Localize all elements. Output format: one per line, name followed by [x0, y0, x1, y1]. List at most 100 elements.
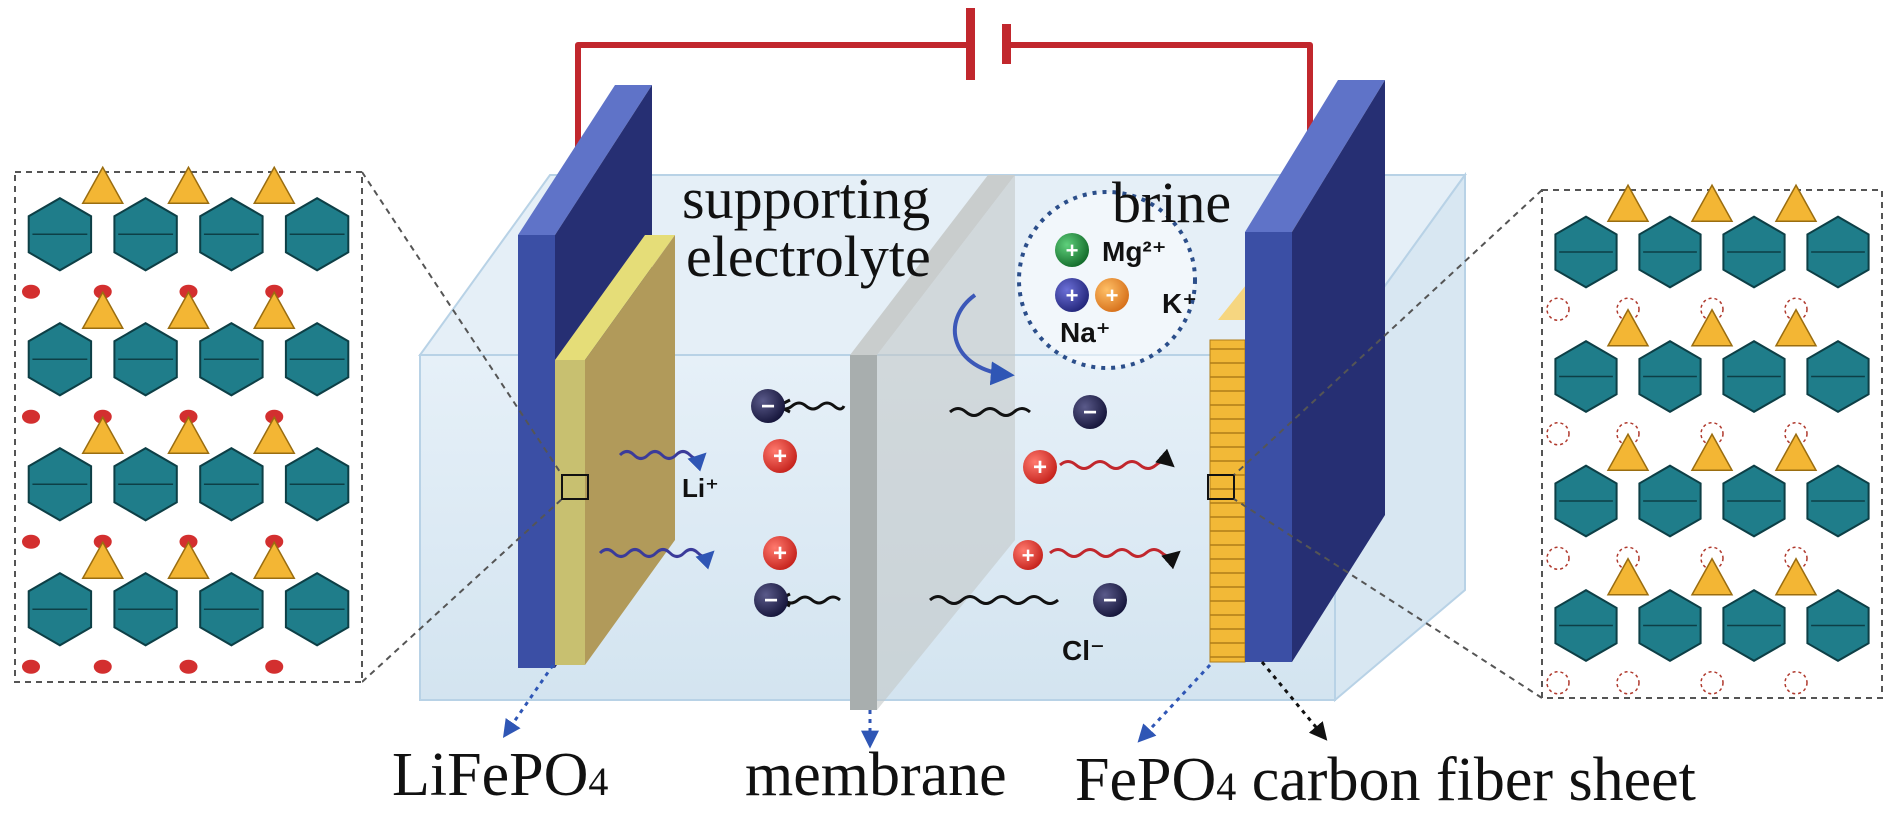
- li-site-filled: [179, 659, 198, 674]
- svg-text:+: +: [773, 540, 787, 567]
- li-site-vacant: [1616, 297, 1640, 322]
- li-site-vacant: [1784, 297, 1808, 322]
- pointer-arrows: [502, 661, 1328, 749]
- svg-text:+: +: [1066, 238, 1079, 263]
- li-site-vacant: [1784, 546, 1808, 571]
- li-site-vacant: [1700, 297, 1724, 322]
- anion-left-lower: −: [754, 583, 788, 617]
- tetrahedron-shape: [81, 290, 125, 329]
- right-chamber-ions: − + + − Cl⁻: [929, 395, 1181, 666]
- tetrahedron-shape: [1606, 308, 1650, 347]
- tetrahedron-shape: [252, 415, 296, 454]
- li-site-vacant: [1546, 546, 1570, 571]
- tetrahedron-shape: [1774, 557, 1818, 596]
- li-site-vacant: [1546, 671, 1570, 695]
- right-zoom-box: [1207, 474, 1235, 500]
- anion-right-upper: −: [1073, 395, 1107, 429]
- cation-right-upper: +: [1023, 450, 1057, 484]
- brine-ion-group: + Mg²⁺ + + K⁺ Na⁺: [1017, 190, 1197, 370]
- tetrahedron-shape: [1774, 308, 1818, 347]
- cation-left-upper: +: [763, 439, 797, 473]
- tetrahedron-shape: [1606, 183, 1650, 222]
- tetrahedron-shape: [1690, 557, 1734, 596]
- fepo4-label-rest: carbon fiber sheet: [1236, 746, 1696, 813]
- svg-text:+: +: [1022, 543, 1035, 568]
- membrane-sheet: [850, 175, 1015, 710]
- li-site-filled: [22, 284, 40, 299]
- curved-arrow: [952, 293, 1015, 386]
- supporting-label-line1: supporting: [682, 166, 930, 231]
- tetrahedron-shape: [252, 290, 296, 329]
- lifepo4-crystal-structure: [14, 165, 363, 683]
- svg-text:+: +: [1106, 283, 1119, 308]
- fepo4-crystal-structure: [1541, 183, 1883, 699]
- cation-right-lower: +: [1013, 540, 1043, 570]
- tetrahedron-shape: [1774, 432, 1818, 471]
- cation-left-lower: +: [763, 536, 797, 570]
- li-site-filled: [93, 659, 112, 674]
- external-circuit-wire: [575, 42, 1313, 158]
- li-site-vacant: [1616, 546, 1640, 571]
- tetrahedron-shape: [167, 165, 210, 204]
- svg-text:+: +: [1066, 283, 1079, 308]
- li-site-vacant: [1784, 422, 1808, 446]
- lifepo4-label-main: LiFePO: [392, 741, 588, 809]
- svg-text:+: +: [1033, 454, 1047, 481]
- tetrahedron-shape: [252, 165, 296, 204]
- anion-left-upper: −: [751, 389, 785, 423]
- battery-symbol: [966, 8, 1011, 80]
- supporting-label-line2: electrolyte: [686, 224, 931, 289]
- li-ion-label: Li⁺: [682, 473, 719, 503]
- li-site-filled: [22, 534, 40, 549]
- li-site-filled: [22, 659, 40, 674]
- tetrahedron-shape: [1690, 183, 1734, 222]
- svg-text:−: −: [764, 587, 778, 614]
- svg-text:−: −: [1103, 587, 1117, 614]
- anion-right-lower: −: [1093, 583, 1127, 617]
- fepo4-electrode: [1207, 80, 1385, 663]
- li-site-vacant: [1546, 297, 1570, 322]
- k-ion: +: [1095, 278, 1129, 312]
- mg-ion-label: Mg²⁺: [1102, 236, 1167, 267]
- fepo4-label: FePO4 carbon fiber sheet: [1075, 746, 1696, 813]
- fepo4-label-sub: 4: [1216, 764, 1236, 809]
- li-site-vacant: [1784, 671, 1808, 695]
- li-site-vacant: [1546, 422, 1570, 446]
- li-site-vacant: [1616, 671, 1640, 695]
- tetrahedron-shape: [1774, 183, 1818, 222]
- tetrahedron-shape: [252, 540, 296, 579]
- li-site-filled: [22, 409, 40, 424]
- tetrahedron-shape: [167, 540, 210, 579]
- li-site-filled: [265, 659, 284, 674]
- tetrahedron-shape: [167, 290, 210, 329]
- tetrahedron-shape: [1606, 432, 1650, 471]
- cl-ion-label: Cl⁻: [1062, 635, 1105, 666]
- li-site-vacant: [1616, 422, 1640, 446]
- svg-text:−: −: [1083, 399, 1097, 426]
- tetrahedron-shape: [167, 415, 210, 454]
- lifepo4-electrode: [518, 85, 675, 668]
- mg-ion: +: [1055, 233, 1089, 267]
- lifepo4-label-sub: 4: [588, 759, 608, 804]
- k-ion-label: K⁺: [1162, 288, 1197, 319]
- brine-label: brine: [1112, 170, 1231, 235]
- left-zoom-box: [561, 474, 589, 500]
- na-ion: +: [1055, 278, 1089, 312]
- tetrahedron-shape: [1690, 308, 1734, 347]
- tetrahedron-shape: [81, 165, 125, 204]
- tetrahedron-shape: [1690, 432, 1734, 471]
- tetrahedron-shape: [81, 540, 125, 579]
- lifepo4-label: LiFePO4: [392, 741, 608, 809]
- svg-text:+: +: [773, 443, 787, 470]
- zoom-guide-lines: [361, 171, 1543, 699]
- tetrahedron-shape: [1606, 557, 1650, 596]
- membrane-label: membrane: [745, 741, 1007, 809]
- left-chamber-ions: − + Li⁺ + −: [598, 389, 846, 617]
- fepo4-label-main: FePO: [1075, 746, 1216, 813]
- li-site-vacant: [1700, 671, 1724, 695]
- svg-text:−: −: [761, 393, 775, 420]
- li-site-vacant: [1700, 546, 1724, 571]
- na-ion-label: Na⁺: [1060, 317, 1111, 348]
- li-site-vacant: [1700, 422, 1724, 446]
